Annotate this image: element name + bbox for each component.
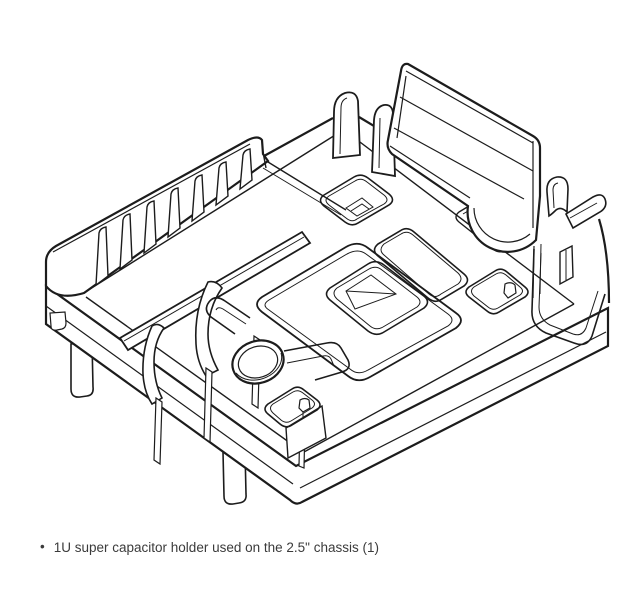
post-pocket-bottom xyxy=(264,386,327,460)
wall-ribs xyxy=(95,148,253,287)
figure-caption: • 1U super capacitor holder used on the … xyxy=(40,539,379,557)
list-bullet: • xyxy=(40,539,45,554)
capacitor-holder-drawing xyxy=(44,62,611,505)
center-island xyxy=(205,242,462,385)
figure-container xyxy=(44,62,611,505)
left-ribbed-wall xyxy=(44,136,270,331)
caption-text: 1U super capacitor holder used on the 2.… xyxy=(53,540,379,555)
spring-strap xyxy=(194,280,223,378)
strip-pocket xyxy=(373,227,469,303)
right-hooks xyxy=(546,176,607,286)
left-hook xyxy=(205,296,251,335)
floor-rim xyxy=(81,131,575,453)
center-pocket xyxy=(325,260,429,336)
hook-arm xyxy=(283,341,350,381)
finger-tabs xyxy=(332,91,396,178)
retention-bracket xyxy=(386,62,542,253)
right-channel xyxy=(531,218,611,346)
circular-boss xyxy=(231,339,285,385)
post-pocket-right xyxy=(465,268,529,315)
stepped-pocket xyxy=(319,174,394,226)
spring-strap xyxy=(142,323,166,406)
